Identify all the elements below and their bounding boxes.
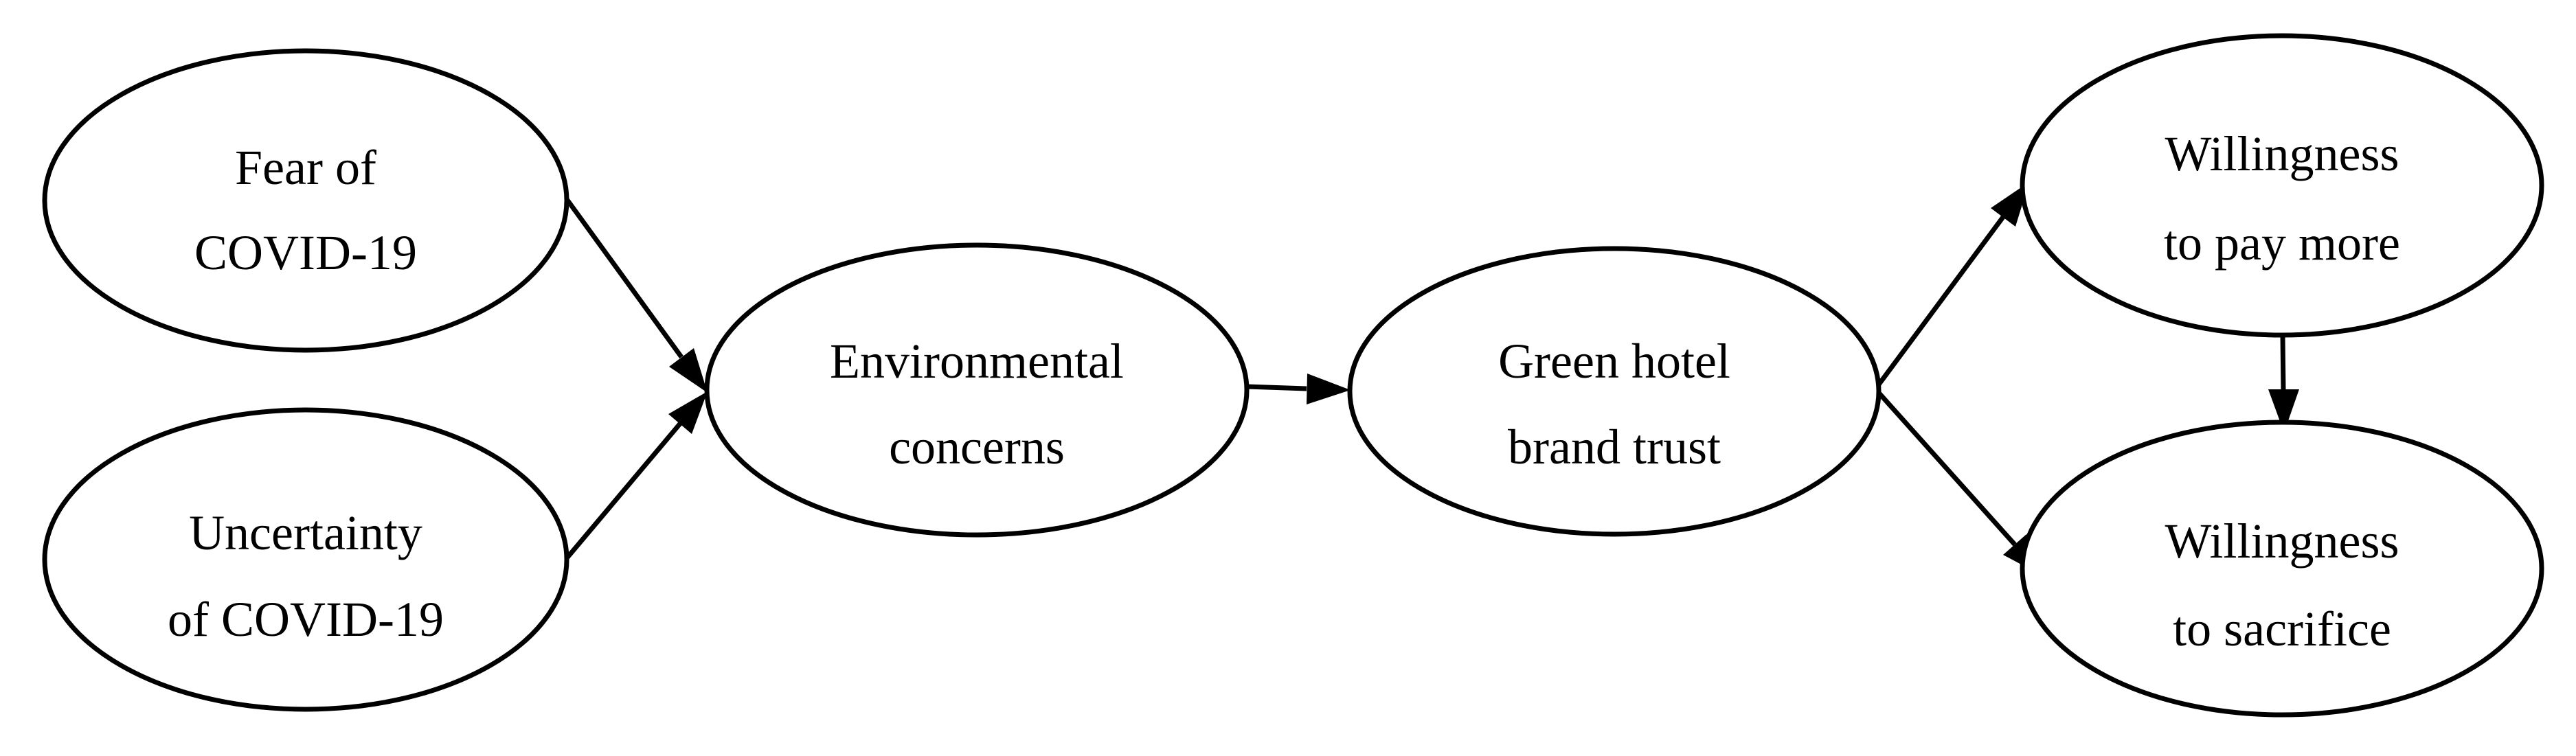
node-label-line: to sacrifice xyxy=(2173,602,2391,656)
node-green-hotel-brand-trust: Green hotel brand trust xyxy=(1347,246,1882,537)
edge-fear-to-environmental xyxy=(565,197,708,393)
node-label-line: Green hotel xyxy=(1498,334,1730,389)
node-label-line: brand trust xyxy=(1508,420,1721,474)
node-label-line: Fear of xyxy=(235,140,376,195)
node-label-line: Uncertainty xyxy=(189,505,422,560)
edge-pay-to-sacrifice xyxy=(2268,334,2299,433)
node-label-line: of COVID-19 xyxy=(168,592,444,647)
node-label-line: COVID-19 xyxy=(194,225,417,280)
node-label-line: Willingness xyxy=(2165,514,2399,569)
edge-trust-to-pay xyxy=(1877,182,2029,387)
edge-trust-to-sacrifice xyxy=(1877,391,2044,577)
node-label-line: to pay more xyxy=(2164,216,2400,271)
node-willingness-to-sacrifice: Willingness to sacrifice xyxy=(2020,420,2544,718)
edge-environmental-to-trust xyxy=(1246,374,1351,404)
node-label-line: Willingness xyxy=(2165,126,2399,181)
node-fear-of-covid: Fear of COVID-19 xyxy=(42,48,569,353)
node-uncertainty-of-covid: Uncertainty of COVID-19 xyxy=(42,407,569,712)
edge-uncertainty-to-environmental xyxy=(565,391,708,560)
node-label-line: concerns xyxy=(889,420,1065,474)
node-label-line: Environmental xyxy=(830,334,1124,389)
node-environmental-concerns: Environmental concerns xyxy=(704,242,1250,538)
node-willingness-to-pay-more: Willingness to pay more xyxy=(2020,33,2544,338)
